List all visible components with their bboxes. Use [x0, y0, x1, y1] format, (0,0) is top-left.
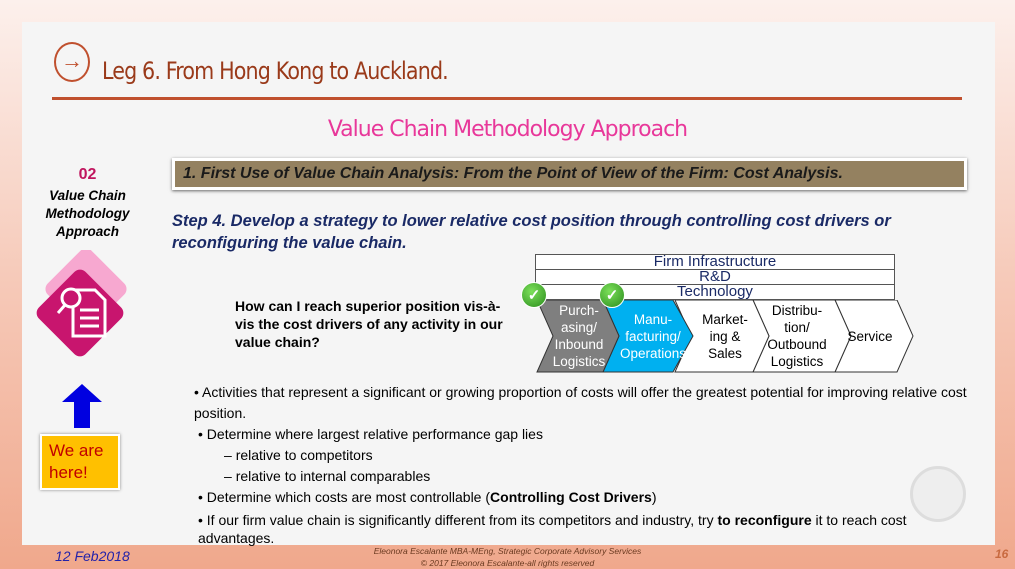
step-heading: Step 4. Develop a strategy to lower rela… [172, 212, 891, 252]
bullet-text: Determine which costs are most controlla… [206, 489, 491, 505]
bullet-item: • If our firm value chain is significant… [198, 512, 907, 546]
slide-title: Leg 6. From Hong Kong to Auckland. [102, 57, 449, 85]
up-arrow-icon [62, 384, 102, 428]
bullet-bold: to reconfigure [717, 512, 812, 528]
bullet-item: • Determine where largest relative perfo… [198, 426, 543, 442]
page-number: 16 [995, 547, 1009, 561]
chain-marketing: Market-ing &Sales [692, 300, 758, 372]
bullet-text: relative to internal comparables [235, 468, 431, 484]
bullet-text: relative to competitors [235, 447, 373, 463]
chain-manufacturing: Manu-facturing/Operations [614, 300, 692, 372]
footer-date: 12 Feb2018 [55, 548, 130, 564]
checkmark-icon: ✓ [521, 282, 547, 308]
bullet-text: If our firm value chain is significantly… [206, 512, 718, 528]
sub-bullet-item: – relative to internal comparables [224, 468, 431, 484]
bullet-item: • Determine which costs are most control… [198, 489, 657, 505]
document-search-icon [36, 250, 127, 357]
section-label: Value Chain Methodology Approach [45, 188, 130, 239]
chain-label: Market-ing &Sales [702, 311, 748, 361]
title-divider [52, 97, 962, 100]
chain-label: Service [847, 328, 893, 344]
seal-logo [910, 466, 966, 522]
bullet-text: Determine where largest relative perform… [206, 426, 543, 442]
bullet-bold: Controlling Cost Drivers [490, 489, 652, 505]
footer-credits: Eleonora Escalante MBA-MEng, Strategic C… [0, 545, 1015, 569]
footer-line: © 2017 Eleonora Escalante-all rights res… [420, 558, 595, 568]
chain-label: Manu-facturing/Operations [619, 311, 687, 361]
section-number: 02 [78, 166, 97, 183]
slide-subtitle: Value Chain Methodology Approach [327, 117, 688, 142]
sub-bullet-item: – relative to competitors [224, 447, 373, 463]
value-chain-chevrons [536, 300, 914, 373]
bullet-text: it to reach cost advantages. [198, 512, 907, 546]
bullet-text: Activities that represent a significant … [194, 384, 967, 421]
we-are-here-callout: We are here! [40, 434, 120, 490]
support-activity: Technology [535, 284, 895, 300]
footer-line: Eleonora Escalante MBA-MEng, Strategic C… [373, 546, 642, 556]
question-text: How can I reach superior position vis-à-… [235, 298, 503, 350]
bullet-list: • Activities that represent a significan… [194, 382, 974, 547]
arrow-circle-icon: → [54, 42, 90, 82]
bullet-text: ) [651, 489, 657, 505]
chain-service: Service [840, 300, 900, 372]
checkmark-icon: ✓ [599, 282, 625, 308]
section-banner: 1. First Use of Value Chain Analysis: Fr… [172, 158, 967, 190]
bullet-item: • Activities that represent a significan… [194, 384, 967, 421]
